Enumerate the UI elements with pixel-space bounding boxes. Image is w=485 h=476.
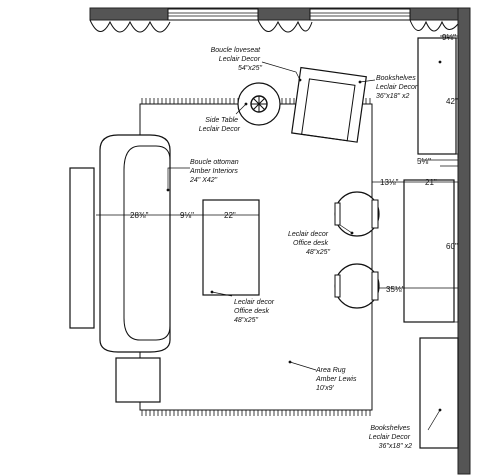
stool: [115, 357, 161, 403]
ottoman-label-l3: 24" X42": [189, 177, 218, 184]
bookshelves-top-label-l1: Bookshelves: [376, 75, 416, 82]
ottoman: [202, 199, 260, 296]
loveseat: [291, 66, 367, 143]
bookshelves-bottom-label: Bookshelves Leclair Decor 36"x18" x2: [369, 425, 412, 450]
plant-leaves-icon: [251, 96, 267, 112]
dim-desk-width: 21": [425, 178, 437, 187]
dim-desk-to-wall: 13⅛": [380, 178, 399, 187]
desk-right-label: Leclair decor Office desk 48"x25": [288, 231, 331, 256]
rug-label-l2: Amber Lewis: [315, 376, 357, 383]
desk-center-label: Leclair decor Office desk 48"x25": [234, 299, 276, 324]
office-desk-right: [403, 179, 455, 323]
bookshelves-bottom-label-l1: Bookshelves: [370, 425, 410, 432]
loveseat-label-l3: 54"x25": [238, 65, 263, 72]
rug-label-l3: 10'x9': [316, 385, 335, 392]
ottoman-label-l2: Amber Interiors: [189, 168, 238, 175]
bookshelves-bottom-label-l3: 36"x18" x2: [379, 443, 412, 450]
bookshelves-top-label-l3: 36"x18" x2: [376, 93, 409, 100]
sofa: [99, 134, 171, 353]
desk-center-label-l2: Office desk: [234, 308, 270, 315]
dimension-lines: [96, 35, 459, 323]
loveseat-label-l1: Boucle loveseat: [211, 47, 261, 54]
side-table-label: Side Table Leclair Decor: [199, 117, 241, 133]
sofa-seat: [123, 145, 171, 341]
desk-right-label-l3: 48"x25": [306, 249, 331, 256]
bookshelves-bottom-label-l2: Leclair Decor: [369, 434, 411, 441]
curtain-left: [89, 19, 171, 33]
windows: [167, 8, 411, 21]
right-desk-area: [334, 179, 455, 323]
right-wall: [457, 7, 471, 475]
loveseat-label-l2: Leclair Decor: [219, 56, 261, 63]
desk-center-label-l1: Leclair decor: [234, 299, 275, 306]
sofa-outline: [99, 134, 171, 353]
loveseat-label: Boucle loveseat Leclair Decor 54"x25": [211, 47, 263, 72]
loveseat-seat: [301, 78, 356, 142]
dim-sofa-to-ottoman: 28⅜": [130, 211, 149, 220]
bookshelves-top-label-l2: Leclair Decor: [376, 84, 418, 91]
console-table: [69, 167, 95, 329]
leader-lines: [167, 61, 441, 431]
dim-shelf-top-height: 42": [446, 97, 458, 106]
side-table-label-l1: Side Table: [205, 117, 238, 124]
marker-dots: [166, 60, 442, 412]
desk-right-label-l2: Office desk: [293, 240, 329, 247]
chair-bottom: [334, 263, 380, 309]
curtains: [89, 19, 459, 33]
rug-label-l1: Area Rug: [315, 367, 346, 374]
rug-fringe-bottom: [141, 410, 371, 416]
window-left: [167, 8, 259, 21]
bookshelves-top-label: Bookshelves Leclair Decor 36"x18" x2: [376, 75, 419, 100]
dim-desk-length: 60": [446, 242, 458, 251]
chair-top: [334, 191, 380, 237]
dim-chair-to-wall: 35⅛": [386, 285, 405, 294]
dim-ottoman-width: 22": [224, 211, 236, 220]
dim-top-right-gap: 9⅛": [442, 33, 456, 42]
ottoman-label: Boucle ottoman Amber Interiors 24" X42": [189, 159, 241, 184]
bookshelves-top: [417, 37, 457, 155]
rug-label: Area Rug Amber Lewis 10'x9': [315, 367, 358, 392]
desk-center-label-l3: 48"x25": [234, 317, 259, 324]
desk-right-label-l1: Leclair decor: [288, 231, 329, 238]
loveseat-frame: [291, 66, 367, 143]
window-right: [309, 8, 411, 21]
curtain-middle: [257, 19, 313, 33]
side-table: [237, 82, 281, 126]
bookshelves-bottom: [419, 337, 459, 449]
curtain-right: [409, 19, 459, 32]
ottoman-label-l1: Boucle ottoman: [190, 159, 239, 166]
dim-shelf-gap: 5⅛": [417, 157, 431, 166]
side-table-label-l2: Leclair Decor: [199, 126, 241, 133]
dim-ottoman-gap: 9⅛": [180, 211, 194, 220]
